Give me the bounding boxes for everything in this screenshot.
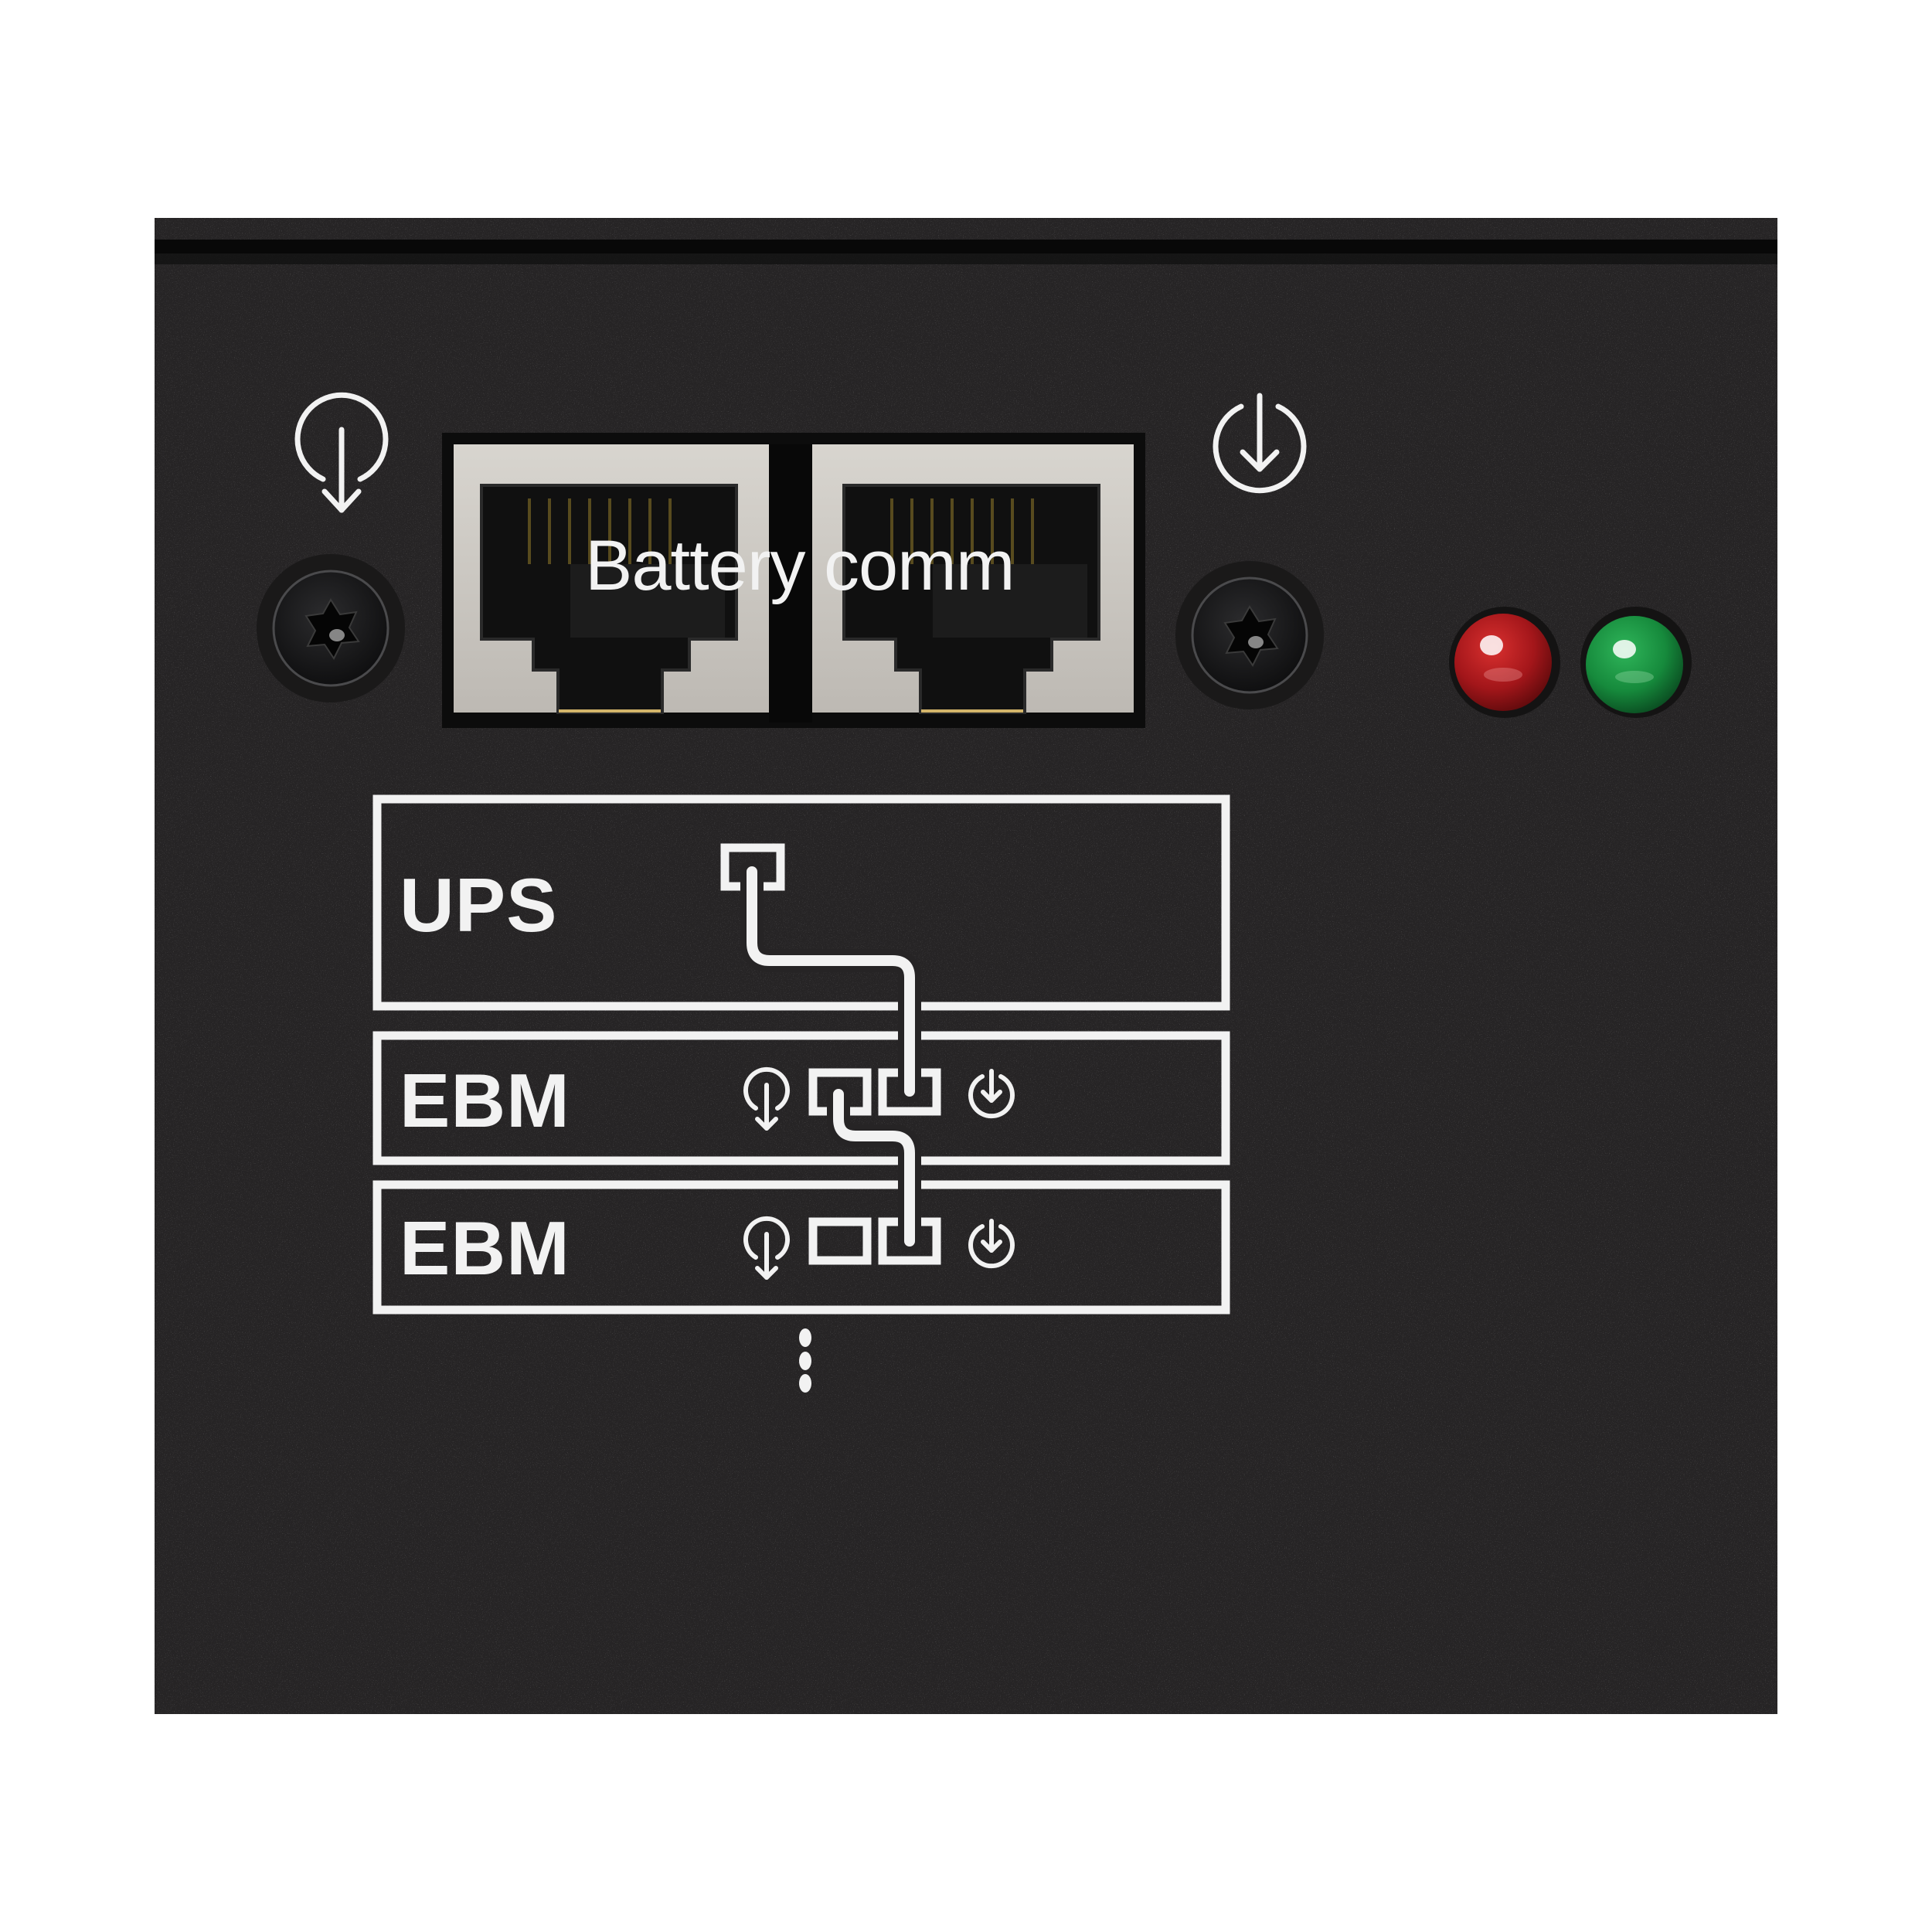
ebm-row-label-2: EBM (400, 1206, 570, 1291)
rj45-port-in[interactable] (454, 444, 769, 714)
ups-row-label: UPS (400, 862, 558, 947)
ebm2-in-icon (743, 1216, 790, 1280)
continuation-dots (799, 1328, 811, 1393)
left-screw (257, 554, 405, 702)
right-screw (1175, 561, 1324, 709)
rj45-port-out[interactable] (812, 444, 1134, 714)
ups-row-box (372, 794, 1230, 1011)
red-status-led (1449, 607, 1560, 718)
top-edge-groove (155, 240, 1777, 253)
ebm1-in-icon (743, 1066, 790, 1131)
ebm2-out-icon (968, 1219, 1015, 1269)
ebm1-out-icon (968, 1069, 1015, 1119)
connection-diagram (372, 794, 1230, 1393)
battery-comm-label: Battery comm (585, 526, 1015, 605)
device-panel: Battery comm UPS EBM EBM (155, 218, 1777, 1714)
ebm-row-box-1 (372, 1031, 1230, 1165)
panel-graphics (155, 218, 1777, 1714)
port-in-direction-icon (294, 392, 389, 513)
ebm-row-label-1: EBM (400, 1058, 570, 1143)
green-status-led (1580, 607, 1692, 718)
ebm-row-box-2 (372, 1180, 1230, 1315)
port-out-direction-icon (1213, 393, 1307, 494)
